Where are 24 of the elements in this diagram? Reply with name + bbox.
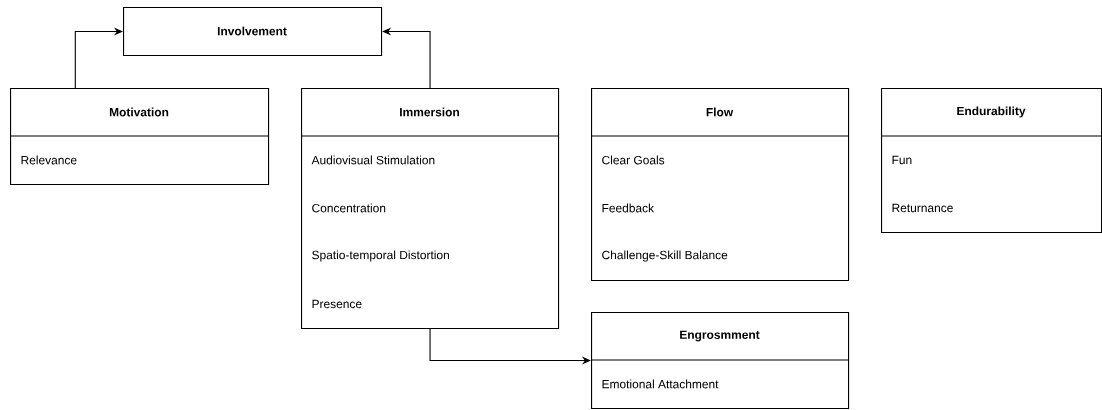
box-heading: Immersion [400, 107, 459, 117]
box-heading: Involvement [217, 26, 287, 36]
box-heading: Flow [706, 107, 734, 117]
list-item: Audiovisual Stimulation [311, 155, 435, 165]
box-heading: Motivation [109, 107, 169, 117]
list-item: Challenge-Skill Balance [602, 250, 728, 262]
list-item: Clear Goals [602, 155, 665, 165]
list-item: Feedback [602, 203, 655, 213]
list-item: Spatio-temporal Distortion [312, 250, 449, 262]
arrow [74, 27, 123, 89]
class-box [590, 88, 850, 282]
list-item: Presence [312, 299, 362, 309]
class-box [9, 88, 270, 186]
list-item: Returnance [892, 203, 953, 213]
box-heading: Engrosmment [680, 330, 760, 342]
box-heading: Endurability [957, 106, 1026, 118]
list-item: Fun [892, 155, 912, 165]
list-item: Emotional Attachment [602, 379, 719, 389]
list-item: Concentration [312, 203, 386, 213]
class-box [300, 88, 560, 330]
list-item: Relevance [21, 155, 77, 165]
class-box [880, 88, 1102, 234]
class-box [590, 312, 850, 410]
class-box [123, 7, 383, 57]
